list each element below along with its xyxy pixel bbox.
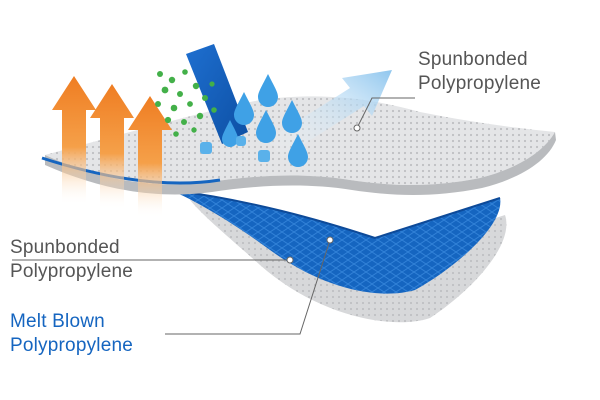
water-droplet-icon — [200, 74, 308, 167]
label-bottom-spunbonded: Spunbonded Polypropylene — [10, 236, 133, 284]
label-top-spunbonded: Spunbonded Polypropylene — [418, 48, 541, 96]
melt-blown-layer — [169, 189, 501, 294]
label-melt-blown: Melt Blown Polypropylene — [10, 310, 133, 358]
label-line: Polypropylene — [418, 73, 542, 94]
leader-lines — [12, 97, 415, 335]
label-line: Spunbonded — [418, 49, 528, 70]
label-line: Melt Blown — [10, 311, 105, 332]
label-line: Polypropylene — [10, 335, 134, 356]
label-line: Polypropylene — [10, 261, 134, 282]
label-line: Spunbonded — [10, 237, 120, 258]
green-particle-icon — [155, 69, 217, 137]
leader-dots — [286, 124, 361, 264]
blue-strap — [186, 44, 248, 144]
heat-arrow-icon — [52, 76, 172, 218]
